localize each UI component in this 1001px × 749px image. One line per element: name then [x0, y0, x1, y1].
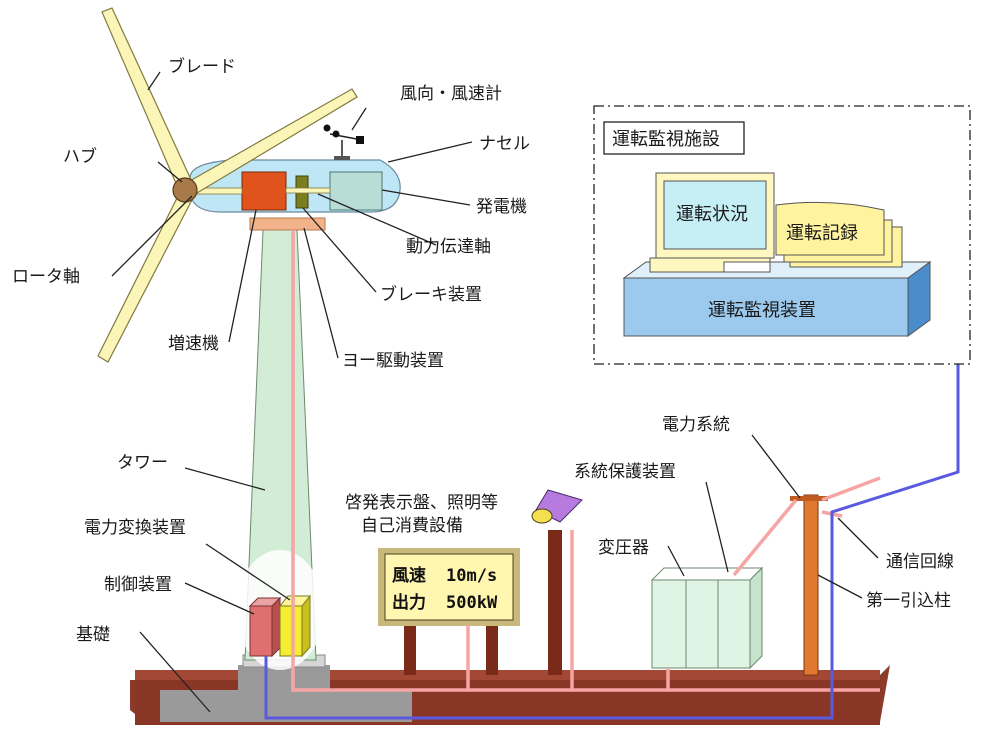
- monitoring-facility-title-box: [603, 121, 745, 155]
- signboard-row2-value: 500kW: [446, 593, 498, 613]
- label-signboard-line2: 自己消費設備: [361, 516, 463, 536]
- signboard-post-right: [486, 623, 498, 675]
- label-generator: 発電機: [476, 197, 527, 217]
- label-nacelle: ナセル: [479, 134, 530, 154]
- label-gearbox: 増速機: [168, 334, 219, 354]
- label-power-grid: 電力系統: [662, 415, 730, 435]
- monitor-screen-text: 運転状況: [676, 204, 748, 225]
- yaw-drive-unit: [249, 217, 326, 231]
- blades: [97, 7, 358, 363]
- controller-box: [248, 596, 282, 658]
- monitoring-device-label: 運転監視装置: [708, 300, 816, 321]
- label-controller: 制御装置: [104, 575, 172, 595]
- label-brake: ブレーキ装置: [380, 284, 482, 305]
- label-lead-in-pole: 第一引込柱: [866, 591, 951, 611]
- label-foundation: 基礎: [76, 625, 110, 645]
- computer: [649, 172, 775, 273]
- label-yaw-drive: ヨー駆動装置: [342, 351, 444, 371]
- records-stack: [775, 201, 903, 268]
- label-power-converter: 電力変換装置: [84, 518, 186, 538]
- monitoring-facility-title: 運転監視施設: [612, 129, 720, 150]
- power-converter-box: [278, 594, 312, 658]
- label-comm-line: 通信回線: [886, 552, 954, 572]
- lead-in-pole: [803, 494, 819, 676]
- label-transformer: 変圧器: [598, 538, 649, 558]
- label-drive-shaft: 動力伝達軸: [406, 237, 491, 257]
- hub: [172, 177, 198, 203]
- lead-in-pole-cap: [790, 496, 828, 501]
- drive-shaft: [285, 187, 331, 194]
- light-pole: [548, 530, 562, 675]
- label-blade: ブレード: [168, 56, 236, 77]
- generator: [329, 171, 383, 211]
- signboard-post-left: [404, 623, 416, 675]
- leader-lines: [111, 71, 879, 713]
- label-wind-sensor: 風向・風速計: [400, 84, 502, 104]
- lamp-icon: [531, 489, 583, 524]
- signboard-panel: [384, 553, 514, 621]
- wind-sensor-icon: [323, 124, 364, 160]
- label-hub: ハブ: [63, 146, 97, 167]
- gearbox: [241, 171, 287, 211]
- signboard-row1-value: 10m/s: [446, 566, 497, 586]
- label-grid-protection: 系統保護装置: [574, 462, 676, 482]
- signboard-row1-label: 風速: [392, 565, 426, 586]
- label-tower: タワー: [117, 453, 168, 473]
- signboard-row2-label: 出力: [392, 592, 426, 613]
- records-text: 運転記録: [786, 223, 858, 244]
- monitoring-device: [622, 261, 932, 337]
- foundation-block: [160, 665, 412, 722]
- power-cables: [291, 230, 881, 692]
- label-signboard-line1: 啓発表示盤、照明等: [345, 493, 498, 513]
- label-rotor-shaft: ロータ軸: [12, 267, 80, 287]
- blade-upper: [101, 7, 194, 189]
- ground-top: [135, 670, 880, 680]
- transformer: [650, 566, 764, 670]
